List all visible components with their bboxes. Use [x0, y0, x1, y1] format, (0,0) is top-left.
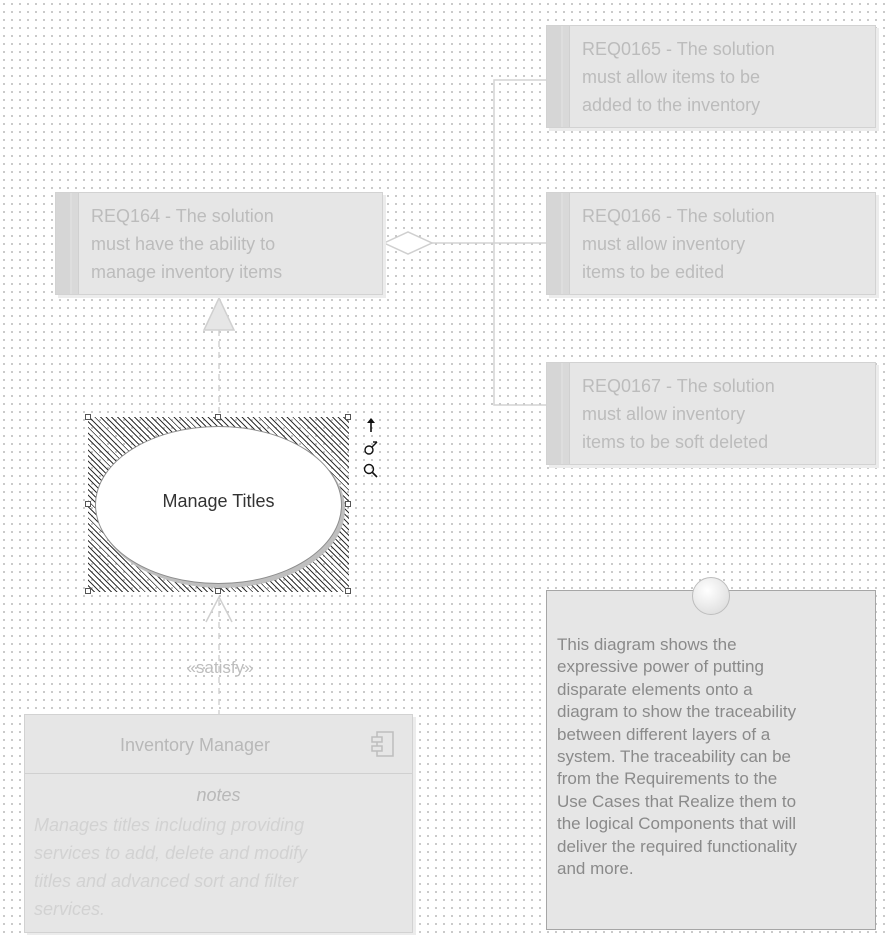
magnifier-icon[interactable] [361, 463, 381, 484]
use-case-manage-titles[interactable] [95, 426, 342, 584]
resize-handle-n[interactable] [215, 414, 221, 420]
component-name: Inventory Manager [119, 735, 271, 755]
resize-handle-sw[interactable] [85, 588, 91, 594]
requirement-stripe [547, 363, 570, 464]
diagram-note[interactable]: This diagram shows the expressive power … [546, 590, 876, 930]
requirement-text: REQ0167 - The solution must allow invent… [582, 376, 775, 452]
aggregation-diamond [382, 231, 434, 255]
requirement-req164[interactable]: REQ164 - The solution must have the abil… [55, 192, 383, 295]
requirement-text: REQ164 - The solution must have the abil… [91, 206, 283, 282]
requirement-req0167[interactable]: REQ0167 - The solution must allow invent… [546, 362, 876, 465]
link-connector-icon[interactable] [361, 440, 381, 461]
requirement-text: REQ0165 - The solution must allow items … [582, 39, 775, 115]
component-notes-header: notes [196, 785, 241, 805]
realization-arrowhead [202, 296, 236, 331]
requirement-stripe [56, 193, 79, 294]
component-notes: Manages titles including providing servi… [34, 815, 308, 919]
note-text: This diagram shows the expressive power … [557, 635, 798, 879]
requirement-stripe [547, 26, 570, 127]
requirement-text: REQ0166 - The solution must allow invent… [582, 206, 775, 282]
satisfy-arrowhead [205, 595, 233, 623]
up-arrow-icon[interactable] [361, 417, 381, 438]
resize-handle-e[interactable] [345, 501, 351, 507]
pin-icon [692, 577, 730, 615]
resize-handle-ne[interactable] [345, 414, 351, 420]
component-icon [371, 731, 394, 757]
resize-handle-w[interactable] [85, 501, 91, 507]
use-case-label: Manage Titles [162, 491, 275, 511]
requirement-req0166[interactable]: REQ0166 - The solution must allow invent… [546, 192, 876, 295]
resize-handle-se[interactable] [345, 588, 351, 594]
resize-handle-nw[interactable] [85, 414, 91, 420]
component-inventory-manager[interactable]: Inventory Manager notes Manages titles i… [24, 714, 413, 933]
aggregation-branch-top[interactable] [493, 79, 546, 406]
requirement-req0165[interactable]: REQ0165 - The solution must allow items … [546, 25, 876, 128]
component-divider [25, 773, 412, 774]
requirement-stripe [547, 193, 570, 294]
resize-handle-s[interactable] [215, 588, 221, 594]
satisfy-stereotype-label: «satisfy» [186, 658, 254, 677]
